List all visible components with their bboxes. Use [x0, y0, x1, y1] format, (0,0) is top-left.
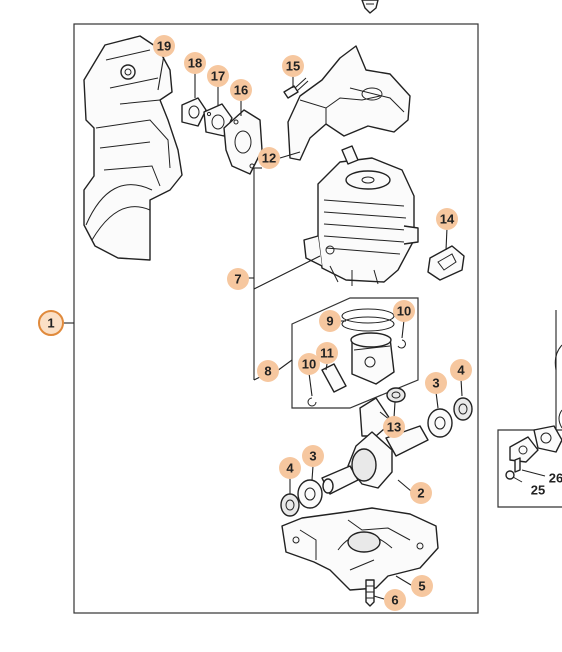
callout-19: 19: [153, 35, 175, 57]
leader-lines: [64, 54, 463, 600]
svg-text:19: 19: [157, 39, 171, 54]
callout-3-left: 3: [302, 445, 324, 467]
callout-4-left: 4: [279, 457, 301, 479]
callout-1: 1: [38, 310, 64, 336]
svg-text:3: 3: [309, 449, 316, 464]
callout-7: 7: [227, 268, 249, 290]
svg-text:11: 11: [320, 346, 334, 361]
inset-label-25: 25: [531, 483, 545, 498]
callout-17: 17: [207, 65, 229, 87]
piston-11: [350, 332, 395, 385]
svg-text:14: 14: [440, 212, 455, 227]
svg-text:13: 13: [387, 420, 401, 435]
callout-10-right: 10: [393, 300, 415, 322]
svg-text:4: 4: [457, 363, 465, 378]
callout-2: 2: [410, 482, 432, 504]
callout-16: 16: [230, 79, 252, 101]
callout-8: 8: [257, 360, 279, 382]
callout-4-right: 4: [450, 359, 472, 381]
inset-panel: 25 26: [497, 310, 562, 508]
gasket-14: [427, 245, 465, 281]
inset-label-26: 26: [549, 471, 562, 486]
svg-text:1: 1: [47, 316, 54, 331]
inset-gasket: [533, 425, 562, 453]
ball-bearing-3-left: [297, 479, 323, 509]
fan-housing-shroud: [83, 35, 183, 261]
screw-15: [283, 77, 309, 99]
callout-6: 6: [384, 589, 406, 611]
cylinder-7: [303, 145, 419, 286]
svg-text:18: 18: [188, 56, 202, 71]
callout-9: 9: [319, 310, 341, 332]
oil-seal-4-right: [453, 397, 473, 421]
crankshaft-2: [321, 397, 429, 495]
piston-pin-11: [321, 363, 347, 393]
svg-text:12: 12: [262, 151, 276, 166]
gasket-18: [181, 97, 207, 127]
callout-18: 18: [184, 52, 206, 74]
circlip-10-right: [397, 339, 406, 349]
screw-6: [365, 579, 375, 607]
svg-text:2: 2: [417, 486, 424, 501]
piston-rings-9: [341, 308, 395, 332]
callout-15: 15: [282, 55, 304, 77]
svg-text:16: 16: [234, 83, 248, 98]
callout-3-right: 3: [425, 372, 447, 394]
callout-13: 13: [383, 416, 405, 438]
svg-text:10: 10: [302, 357, 316, 372]
svg-text:3: 3: [432, 376, 439, 391]
inset-screw: [505, 470, 523, 483]
callout-14: 14: [436, 208, 458, 230]
circlip-10-left: [307, 397, 317, 407]
cylinder-shroud-12: [287, 45, 411, 161]
svg-text:15: 15: [286, 59, 300, 74]
assembly-frame: [73, 23, 479, 614]
ball-bearing-3-right: [427, 408, 453, 438]
needle-bearing-13: [386, 387, 406, 403]
svg-text:9: 9: [326, 314, 333, 329]
svg-text:17: 17: [211, 69, 225, 84]
callout-5: 5: [411, 575, 433, 597]
crankcase-5: [281, 507, 439, 591]
piston-kit-frame: [291, 297, 419, 409]
svg-text:6: 6: [391, 593, 398, 608]
svg-text:7: 7: [234, 272, 241, 287]
inset-flange-part: [509, 436, 539, 473]
svg-text:5: 5: [418, 579, 425, 594]
svg-text:8: 8: [264, 364, 271, 379]
top-fastener-fragment: [361, 0, 379, 14]
oil-seal-4-left: [280, 493, 300, 517]
svg-text:10: 10: [397, 304, 411, 319]
intake-flange-16: [223, 109, 263, 175]
callout-12: 12: [258, 147, 280, 169]
callout-10-left: 10: [298, 353, 320, 375]
svg-text:4: 4: [286, 461, 294, 476]
callout-11: 11: [316, 342, 338, 364]
